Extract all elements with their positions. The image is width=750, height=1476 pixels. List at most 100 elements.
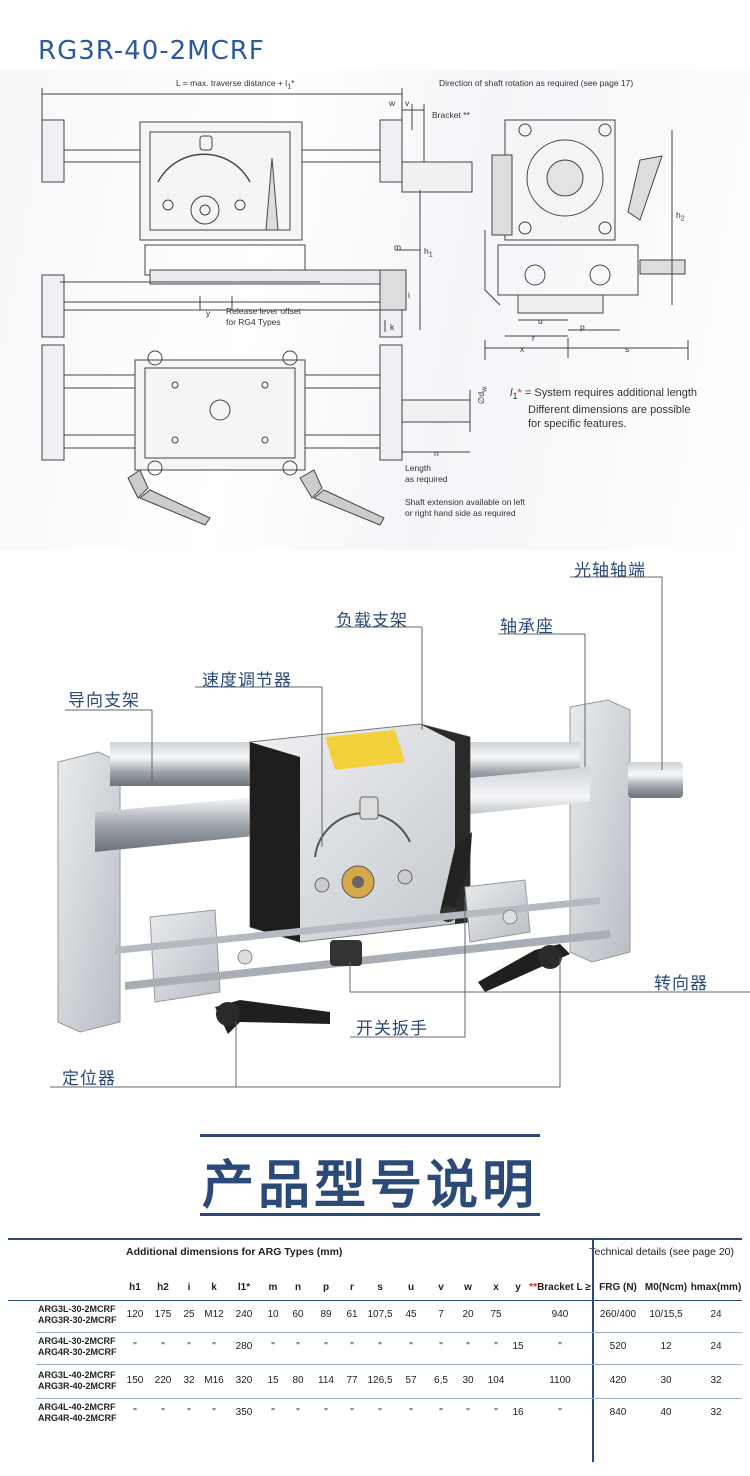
cell-u: " — [409, 1407, 413, 1418]
spec-table: Additional dimensions for ARG Types (mm)… — [8, 1238, 742, 1466]
callout-speed-adjuster: 速度调节器 — [202, 671, 292, 691]
header-bracket-text: Bracket L ≥ — [537, 1282, 591, 1293]
cell-tech-2: 32 — [710, 1407, 722, 1418]
dim-y-label: y — [206, 308, 211, 318]
header-p: p — [322, 1282, 330, 1293]
cell-v: " — [439, 1341, 443, 1352]
cell-r: " — [350, 1407, 354, 1418]
dim-m-label: m — [394, 242, 402, 252]
table-title: Additional dimensions for ARG Types (mm) — [126, 1246, 343, 1258]
release-lever-label: Release lever offset — [226, 306, 301, 316]
cell-tech-0: 840 — [609, 1407, 627, 1418]
cell-i: " — [187, 1407, 191, 1418]
cell-u: 45 — [405, 1309, 417, 1320]
cell-p: 89 — [320, 1309, 332, 1320]
dim-w-label: w — [389, 98, 396, 108]
cell-p: 114 — [318, 1375, 334, 1386]
cell-i: 25 — [183, 1309, 195, 1320]
header-w: w — [464, 1282, 472, 1293]
row-separator — [36, 1364, 742, 1365]
cell-tech-1: 12 — [660, 1341, 672, 1352]
cell-r: 61 — [346, 1309, 358, 1320]
header-bracket-star: ** — [529, 1282, 538, 1293]
cell-tech-0: 520 — [609, 1341, 627, 1352]
cell-v: " — [439, 1407, 443, 1418]
cell-w: " — [466, 1407, 470, 1418]
dim-v-label: v — [405, 98, 410, 108]
length-label: Length — [405, 463, 431, 473]
cell-l1: 280 — [235, 1341, 253, 1352]
callout-load-bracket: 负载支架 — [336, 611, 408, 631]
callout-reverser: 转向器 — [654, 974, 708, 994]
length-label-2: as required — [405, 474, 448, 484]
row-separator — [36, 1332, 742, 1333]
cell-i: " — [187, 1341, 191, 1352]
table-divider — [592, 1240, 594, 1462]
cell-m: " — [271, 1407, 275, 1418]
cell-x: 75 — [490, 1309, 502, 1320]
cell-tech-2: 24 — [710, 1309, 722, 1320]
cell-h1: 150 — [126, 1375, 144, 1386]
cell-h2: " — [161, 1341, 165, 1352]
row-model-name: ARG3R-30-2MCRF — [38, 1315, 117, 1325]
header-i: i — [187, 1282, 191, 1293]
notes-line-1: l1* = System requires additional length — [510, 387, 698, 402]
technical-drawing: L = max. traverse distance + l1* Directi… — [0, 70, 750, 550]
header-n: n — [294, 1282, 302, 1293]
bracket-label: Bracket ** — [432, 110, 470, 120]
row-model-name: ARG4L-40-2MCRF — [38, 1402, 116, 1412]
section-heading: 产品型号说明 — [201, 1156, 538, 1216]
cell-w: 30 — [462, 1375, 474, 1386]
tech-header-2: hmax(mm) — [690, 1282, 742, 1293]
drawing-lines — [41, 88, 689, 526]
cell-y: 16 — [512, 1407, 524, 1418]
row-model-name: ARG4L-30-2MCRF — [38, 1336, 116, 1346]
cell-v: 6,5 — [434, 1375, 448, 1386]
header-m: m — [268, 1282, 278, 1293]
cell-h2: " — [161, 1407, 165, 1418]
cell-tech-0: 260/400 — [599, 1309, 637, 1320]
cell-tech-1: 30 — [660, 1375, 672, 1386]
product-illustration — [50, 576, 750, 1088]
row-model-name: ARG3L-40-2MCRF — [38, 1370, 116, 1380]
cell-s: " — [378, 1341, 382, 1352]
shaft-ext-label: Shaft extension available on left — [405, 497, 526, 507]
cell-p: " — [324, 1341, 328, 1352]
row-model-name: ARG3R-40-2MCRF — [38, 1381, 117, 1391]
shaft-rotation-label: Direction of shaft rotation as required … — [439, 78, 634, 88]
product-photo: 光轴轴端 负载支架 轴承座 速度调节器 导向支架 转向器 开关扳手 定位器 — [0, 552, 750, 1100]
cell-u: 57 — [405, 1375, 417, 1386]
callout-shaft-end: 光轴轴端 — [574, 561, 646, 581]
dim-i-label: i — [408, 290, 410, 300]
cell-k: " — [212, 1407, 216, 1418]
cell-w: 20 — [462, 1309, 474, 1320]
row-separator — [36, 1398, 742, 1399]
header-v: v — [438, 1282, 444, 1293]
cell-r: 77 — [346, 1375, 358, 1386]
shaft-ext-label-2: or right hand side as required — [405, 508, 516, 518]
tech-details-title: Technical details (see page 20) — [589, 1246, 734, 1258]
row-model-name: ARG4R-40-2MCRF — [38, 1413, 117, 1423]
cell-s: 126,5 — [367, 1375, 393, 1386]
cell-tech-2: 32 — [710, 1375, 722, 1386]
cell-i: 32 — [183, 1375, 195, 1386]
cell-s: " — [378, 1407, 382, 1418]
row-model-name: ARG3L-30-2MCRF — [38, 1304, 116, 1314]
cell-r: " — [350, 1341, 354, 1352]
cell-bracket: " — [558, 1341, 562, 1352]
cell-m: " — [271, 1341, 275, 1352]
cell-l1: 350 — [235, 1407, 253, 1418]
model-title: RG3R-40-2MCRF — [38, 36, 265, 66]
tech-header-1: M0(Ncm) — [644, 1282, 688, 1293]
header-y: y — [515, 1282, 521, 1293]
notes-line-3: for specific features. — [528, 418, 627, 431]
cell-bracket: " — [558, 1407, 562, 1418]
header-k: k — [211, 1282, 217, 1293]
dim-n-label: n — [434, 448, 439, 458]
header-l1: l1* — [237, 1282, 251, 1293]
cell-bracket: 940 — [551, 1309, 569, 1320]
cell-n: 80 — [292, 1375, 304, 1386]
